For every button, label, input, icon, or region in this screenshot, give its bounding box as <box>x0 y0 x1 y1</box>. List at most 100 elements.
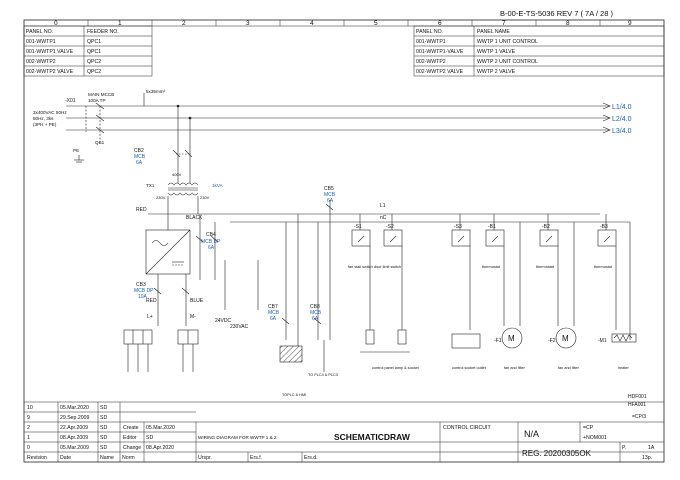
column-ruler: 0 1 2 3 4 5 6 7 8 9 <box>54 20 632 27</box>
thermostat-b2 <box>539 214 559 247</box>
table-cell: 002-WWTP2 VALVE <box>416 69 464 75</box>
table-cell: WWTP 2 UNIT CONTROL <box>477 59 538 65</box>
svg-text:230VAC: 230VAC <box>230 324 249 330</box>
svg-text:fan and filter: fan and filter <box>558 366 580 370</box>
title-block <box>24 401 664 462</box>
revision-name: SD <box>100 415 107 421</box>
replacement-for-label: Ers.f. <box>250 455 262 461</box>
svg-text:RED: RED <box>146 298 157 304</box>
power-supply-unit <box>145 229 191 275</box>
thermostat-b3 <box>597 214 617 247</box>
svg-text:-S3: -S3 <box>454 224 462 230</box>
revision-date: 05.Mar.2009 <box>60 445 89 451</box>
column-number: 1 <box>118 20 122 27</box>
svg-text:(3PH + PE): (3PH + PE) <box>33 122 57 127</box>
table-cell: 001-WWTP1-VALVE <box>416 49 464 55</box>
svg-text:-S2: -S2 <box>386 224 394 230</box>
revision-name: SD <box>100 405 107 411</box>
column-number: 4 <box>310 20 314 27</box>
cb2-rating: 6A <box>136 160 143 166</box>
origin-label: Urspr. <box>198 455 212 461</box>
cb5-breaker <box>325 203 334 211</box>
na-value: N/A <box>524 429 539 439</box>
revision-name: SD <box>100 425 107 431</box>
relay-s3 <box>451 214 471 247</box>
column-number: 8 <box>566 20 570 27</box>
svg-text:-B1: -B1 <box>488 224 496 230</box>
revision-date: 05.Mar.2020 <box>60 405 89 411</box>
svg-text:-S1: -S1 <box>354 224 362 230</box>
sheet-frame <box>23 19 665 463</box>
earth-symbol <box>74 155 84 163</box>
svg-text:10A: 10A <box>138 294 148 300</box>
svg-text:M: M <box>508 334 515 343</box>
cb8-breaker <box>313 317 322 325</box>
cb2-breaker <box>172 149 193 158</box>
table-cell: 002-WWTP2 VALVE <box>26 69 74 75</box>
revision-footer: Revision <box>27 455 47 461</box>
svg-text:3x400VAC 50Hz: 3x400VAC 50Hz <box>33 110 67 115</box>
reg-value: REG. 20200305OK <box>522 449 592 458</box>
circuit-title: CONTROL CIRCUIT <box>443 425 491 431</box>
terminal-block <box>123 329 199 372</box>
page-label: P. <box>622 445 626 451</box>
svg-text:MCB DP: MCB DP <box>201 239 221 245</box>
phase-label-l3: L3/4.0 <box>612 128 632 135</box>
svg-text:BLACK: BLACK <box>186 215 203 221</box>
svg-text:-B3: -B3 <box>600 224 608 230</box>
svg-text:heater: heater <box>618 366 630 370</box>
revision-number: 9 <box>27 415 30 421</box>
revision-footer: Date <box>60 455 71 461</box>
main-mccb-symbol <box>85 102 105 140</box>
table-cell: 002-WWTP2 <box>416 59 446 65</box>
svg-text:L+: L+ <box>147 314 153 320</box>
svg-text:MCB: MCB <box>268 310 280 316</box>
svg-text:RED: RED <box>136 207 147 213</box>
tx1-label: TX1 <box>146 183 155 188</box>
revision-date: 29.Sep.2009 <box>60 415 90 421</box>
svg-text:thermostat: thermostat <box>594 265 613 269</box>
socket-outlet-symbol <box>451 333 481 349</box>
cb2-type: MCB <box>134 154 146 160</box>
phase-label-l2: L2/4.0 <box>612 116 632 123</box>
svg-text:-F2: -F2 <box>548 338 556 344</box>
svg-text:-F1: -F1 <box>494 338 502 344</box>
svg-text:fan and filter: fan and filter <box>504 366 526 370</box>
table-cell: QPC1 <box>87 39 101 45</box>
transformer-tx1 <box>167 182 199 196</box>
svg-text:50Hz, 3ks: 50Hz, 3ks <box>33 116 54 121</box>
svg-text:thermostat: thermostat <box>536 265 555 269</box>
svg-text:MCB: MCB <box>324 192 336 198</box>
revision-name: SD <box>100 445 107 451</box>
qb1-label: QB1 <box>95 140 105 145</box>
table-header: PANEL NO. <box>26 29 53 35</box>
meta-value: 08.Apr.2020 <box>146 445 174 451</box>
svg-text:CB4: CB4 <box>206 232 216 238</box>
revision-number: 2 <box>27 425 30 431</box>
cable-size-label: 5x35mm² <box>146 89 166 94</box>
svg-text:MCB: MCB <box>310 310 322 316</box>
revision-number: 0 <box>27 445 30 451</box>
fan-motor-f2: M <box>555 327 577 349</box>
revision-footer: Name <box>100 455 114 461</box>
table-cell: QPC2 <box>87 69 101 75</box>
svg-text:24VDC: 24VDC <box>215 318 232 324</box>
svg-text:CB8: CB8 <box>310 304 320 310</box>
table-cell: WWTP 1 UNIT CONTROL <box>477 39 538 45</box>
svg-text:TOPLC & HMI: TOPLC & HMI <box>282 393 306 397</box>
column-number: 7 <box>502 20 506 27</box>
nom-value: +NOM001 <box>583 435 607 441</box>
main-mccb-rating: 100A TP <box>88 98 106 103</box>
relay-s1 <box>351 214 371 247</box>
svg-text:CB7: CB7 <box>268 304 278 310</box>
svg-text:control panel lamp & socket: control panel lamp & socket <box>372 366 420 370</box>
meta-value: SD <box>146 435 153 441</box>
side-code: HDF001 <box>628 394 647 400</box>
pe-label: PE <box>73 148 79 153</box>
page-value: 1A <box>648 445 655 451</box>
table-cell: 002-WWTP2 <box>26 59 56 65</box>
svg-text:door limit switch: door limit switch <box>374 265 401 269</box>
terminal-x01: -X01 <box>65 98 76 104</box>
cb2-label: CB2 <box>134 148 144 154</box>
